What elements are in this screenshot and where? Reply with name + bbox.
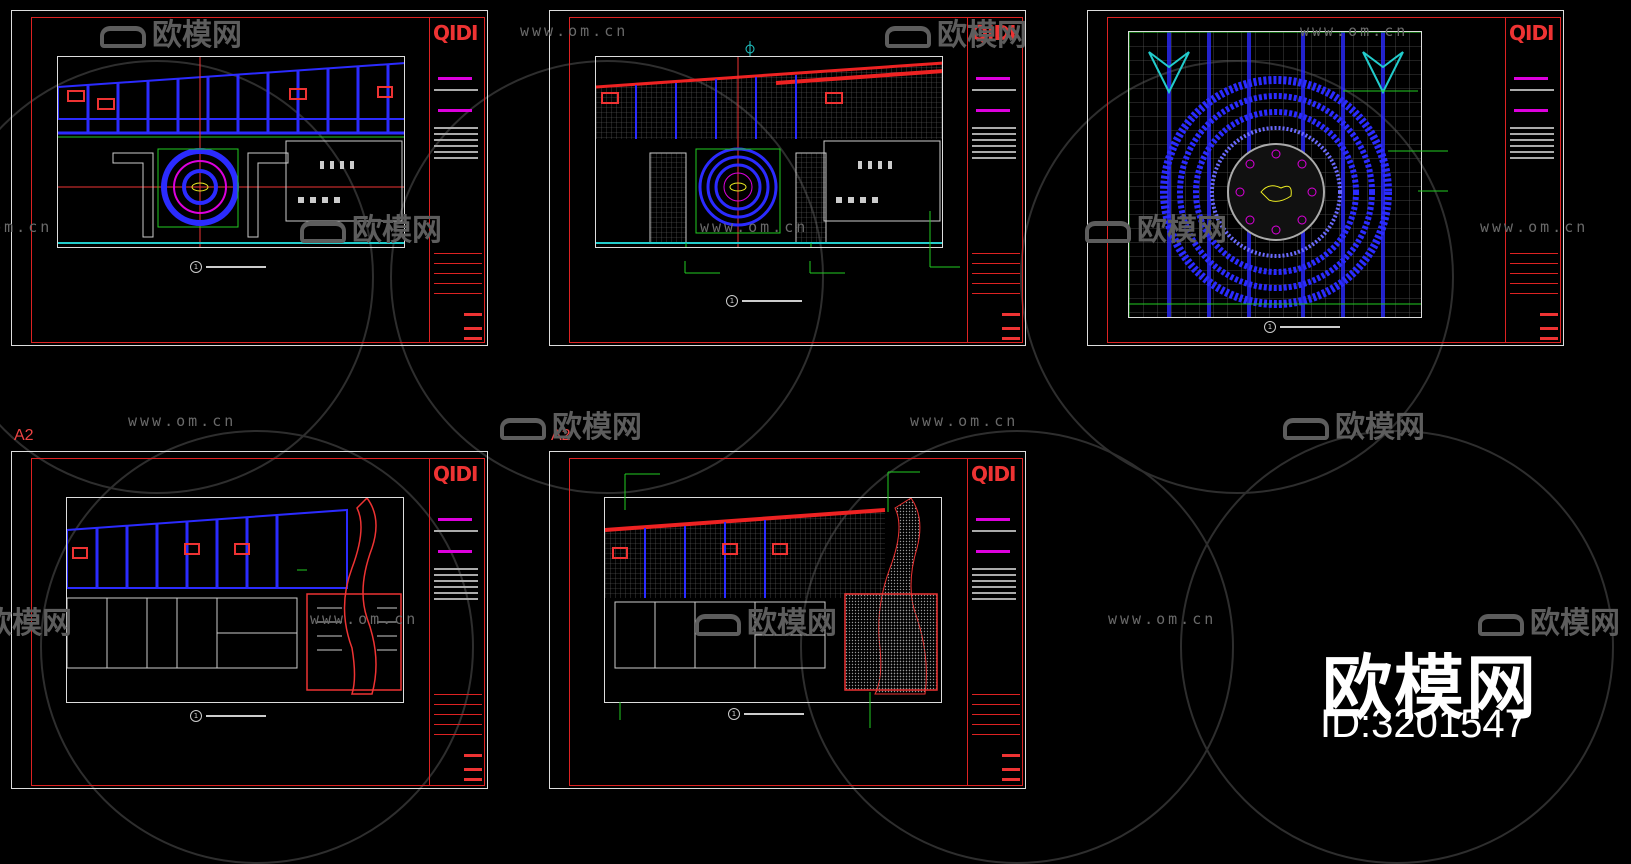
watermark-brand: 欧模网: [0, 606, 72, 641]
title-block: QIDI: [967, 458, 1024, 786]
sheet-border: [31, 17, 485, 343]
watermark-url: www.om.cn: [910, 412, 1019, 430]
floor-pattern-detail-drawing: [1129, 32, 1421, 317]
drawing-caption: 1: [728, 708, 804, 720]
watermark-url: www.om.cn: [0, 218, 53, 236]
sheet-border: [569, 458, 1023, 786]
sofa-logo-icon: [885, 25, 931, 48]
caption-number: 1: [728, 708, 740, 720]
watermark-brand: 欧模网: [1283, 402, 1425, 446]
sofa-logo-icon: [300, 220, 346, 243]
watermark-brand: 欧模网: [1478, 598, 1620, 642]
sheet-border: [1107, 17, 1561, 343]
brand-name: 欧模网: [1322, 647, 1538, 729]
drawing-caption: 1: [190, 710, 266, 722]
drawing-sheet-3[interactable]: QIDI: [1087, 10, 1564, 346]
brand-id-label: ID:3201547: [1320, 702, 1527, 746]
title-block-logo: QIDI: [1509, 21, 1554, 45]
drawing-sheet-2[interactable]: QIDI: [549, 10, 1026, 346]
drawing-sheet-5[interactable]: QIDI: [549, 451, 1026, 789]
drawing-area: [604, 497, 942, 703]
watermark-url: www.om.cn: [310, 610, 419, 628]
title-block: QIDI: [967, 17, 1024, 343]
title-block: QIDI: [429, 458, 486, 786]
watermark-brand: 欧模网: [300, 205, 442, 249]
sofa-logo-icon: [100, 25, 146, 48]
drawing-area: [57, 56, 405, 248]
watermark-url: www.om.cn: [1300, 22, 1409, 40]
sheet-border: [31, 458, 485, 786]
caption-number: 1: [190, 261, 202, 273]
sofa-logo-icon: [1283, 417, 1329, 440]
sofa-logo-icon: [1478, 613, 1524, 636]
drawing-caption: 1: [726, 295, 802, 307]
watermark-brand: 欧模网: [100, 10, 242, 54]
drawing-area: [595, 56, 943, 248]
caption-number: 1: [726, 295, 738, 307]
watermark-url: www.om.cn: [520, 22, 629, 40]
flooring-plan-drawing: [605, 498, 938, 695]
sofa-logo-icon: [695, 613, 741, 636]
watermark-url: www.om.cn: [1480, 218, 1589, 236]
sofa-logo-icon: [500, 417, 546, 440]
caption-number: 1: [190, 710, 202, 722]
drawing-sheet-1[interactable]: QIDI: [11, 10, 488, 346]
watermark-brand: 欧模网: [1085, 205, 1227, 249]
sofa-logo-icon: [1085, 220, 1131, 243]
watermark-brand: 欧模网: [500, 402, 642, 446]
drawing-area: [1128, 31, 1422, 318]
watermark-arc: [390, 60, 824, 494]
watermark-url: www.om.cn: [1108, 610, 1217, 628]
drawing-sheet-4[interactable]: QIDI: [11, 451, 488, 789]
caption-number: 1: [1264, 321, 1276, 333]
watermark-brand: 欧模网: [885, 10, 1027, 54]
title-block-logo: QIDI: [433, 21, 478, 45]
sheet-size-label: A2: [14, 427, 34, 444]
watermark-brand: 欧模网: [695, 598, 837, 642]
sheet-border: [569, 17, 1023, 343]
flooring-plan-drawing: [596, 57, 942, 247]
ceiling-plan-drawing: [67, 498, 402, 695]
drawing-caption: 1: [190, 261, 266, 273]
sheet-size-label: A2: [551, 427, 571, 444]
watermark-url: www.om.cn: [700, 218, 809, 236]
title-block-logo: QIDI: [433, 462, 478, 486]
ceiling-plan-drawing: [58, 57, 404, 247]
drawing-area: [66, 497, 404, 703]
watermark-url: www.om.cn: [128, 412, 237, 430]
title-block-logo: QIDI: [971, 462, 1016, 486]
title-block: QIDI: [1505, 17, 1562, 343]
title-block: QIDI: [429, 17, 486, 343]
drawing-caption: 1: [1264, 321, 1340, 333]
title-block-logo: QIDI: [971, 21, 1016, 45]
